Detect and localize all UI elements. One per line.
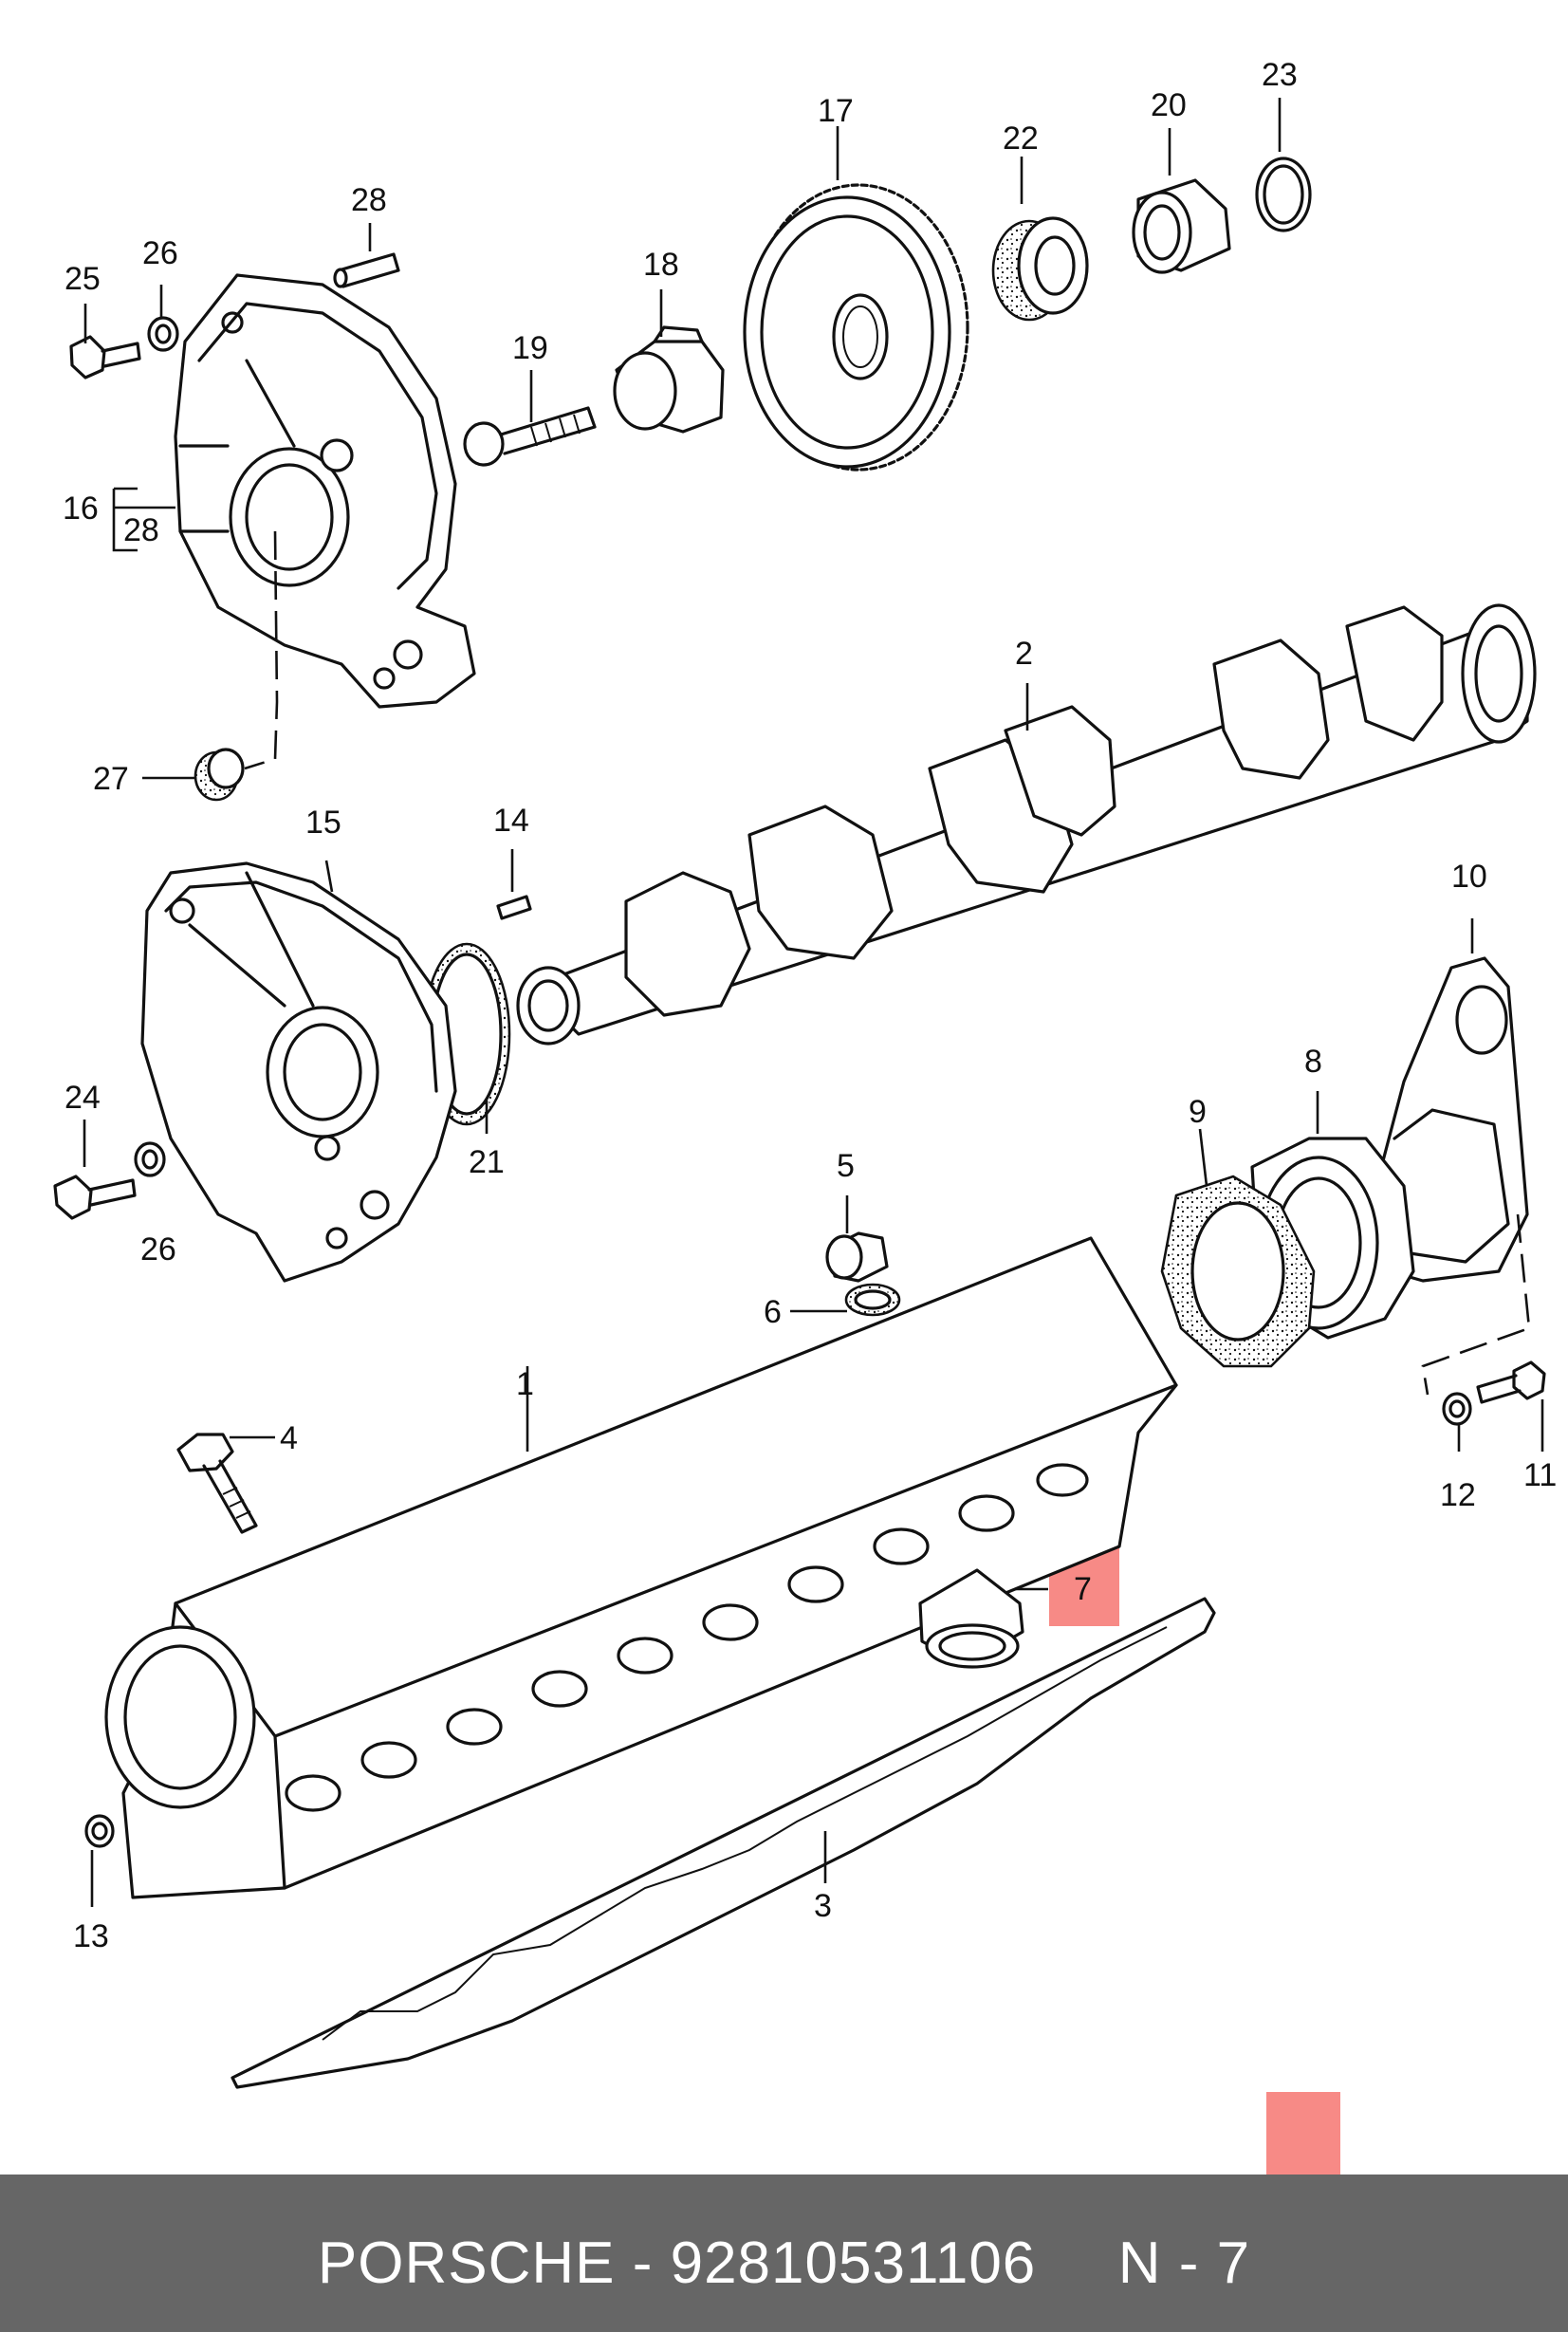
callout-8: 8 xyxy=(1304,1044,1322,1080)
footer-bar xyxy=(0,2175,1568,2332)
dowel-pin-28 xyxy=(333,252,400,288)
callout-10: 10 xyxy=(1451,859,1487,895)
sprocket-bolt-19 xyxy=(463,406,597,467)
footer-part-number: 92810531106 xyxy=(670,2230,1037,2296)
washer-26-upper xyxy=(147,316,179,352)
sprocket-hub-18 xyxy=(613,325,725,434)
front-cover-bolt-25 xyxy=(69,335,141,379)
callout-26-upper: 26 xyxy=(142,235,178,271)
exploded-parts-diagram: 1 2 3 4 5 6 7 8 9 10 11 12 13 14 15 16 2… xyxy=(53,57,1557,2089)
callout-7[interactable]: 7 xyxy=(1074,1571,1092,1607)
o-ring-23 xyxy=(1255,157,1312,232)
callout-12: 12 xyxy=(1440,1477,1476,1513)
callout-3: 3 xyxy=(814,1888,832,1924)
callout-5: 5 xyxy=(837,1148,855,1184)
callout-24: 24 xyxy=(65,1080,101,1116)
bucket-tappet-7 xyxy=(918,1568,1024,1669)
camshaft-housing-1 xyxy=(104,1236,1178,1899)
footer-caption: PORSCHE - 92810531106 N - 7 xyxy=(0,2230,1568,2297)
front-cover-16 xyxy=(174,273,476,709)
callout-18: 18 xyxy=(643,247,679,283)
callout-13: 13 xyxy=(73,1918,109,1954)
callout-6: 6 xyxy=(764,1294,782,1330)
callout-4: 4 xyxy=(280,1420,298,1456)
housing-gasket-3 xyxy=(231,1597,1216,2089)
shaft-seal-22 xyxy=(991,216,1089,322)
footer-brand: PORSCHE xyxy=(317,2230,616,2296)
dowel-pin-14 xyxy=(496,895,532,920)
callout-17: 17 xyxy=(818,93,854,129)
callout-21: 21 xyxy=(469,1144,505,1180)
callout-2: 2 xyxy=(1015,636,1033,672)
axis-10-dash xyxy=(1421,1213,1531,1396)
cover-washer-12 xyxy=(1442,1392,1472,1426)
plug-seal-6 xyxy=(844,1283,901,1317)
callout-9: 9 xyxy=(1189,1094,1207,1130)
rear-cover-15 xyxy=(140,861,457,1283)
callout-16-sub-28: 28 xyxy=(123,512,159,548)
camshaft-2 xyxy=(516,603,1537,1046)
bushing-20 xyxy=(1132,178,1231,274)
callout-23: 23 xyxy=(1262,57,1298,93)
housing-washer-13 xyxy=(84,1814,115,1848)
callout-19: 19 xyxy=(512,330,548,366)
callout-1: 1 xyxy=(516,1366,534,1402)
footer-separator: - xyxy=(632,2230,654,2296)
callout-27: 27 xyxy=(93,761,129,797)
callout-25: 25 xyxy=(65,261,101,297)
callout-20: 20 xyxy=(1151,87,1187,123)
cover-bolt-11 xyxy=(1476,1360,1546,1404)
plug-5 xyxy=(825,1231,889,1283)
callout-11: 11 xyxy=(1523,1457,1557,1493)
flange-gasket-9 xyxy=(1160,1175,1316,1368)
callout-22: 22 xyxy=(1003,120,1039,157)
callout-26-lower: 26 xyxy=(140,1231,176,1268)
housing-bolt-4 xyxy=(176,1433,258,1534)
footer-position: N - 7 xyxy=(1117,2230,1251,2296)
callout-14: 14 xyxy=(493,803,529,839)
cover-plug-27 xyxy=(194,748,245,802)
callout-labels: 1 2 3 4 5 6 7 8 9 10 11 12 13 14 15 16 2… xyxy=(63,57,1557,1954)
axis-27 xyxy=(244,530,279,770)
callout-28: 28 xyxy=(351,182,387,218)
camshaft-sprocket-17 xyxy=(743,183,969,472)
highlight-marker xyxy=(1266,2092,1340,2175)
rear-cover-bolt-24 xyxy=(53,1175,137,1220)
callout-16: 16 xyxy=(63,490,99,527)
callout-15: 15 xyxy=(305,805,341,841)
leader-lines xyxy=(83,98,1544,1907)
washer-26-lower xyxy=(134,1141,166,1177)
